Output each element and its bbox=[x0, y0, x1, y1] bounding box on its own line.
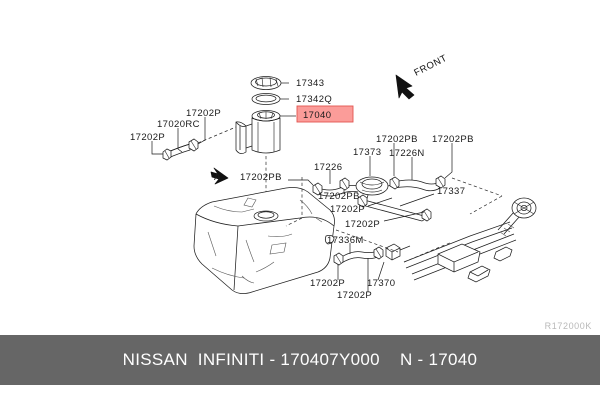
fuel-connector-17370 bbox=[385, 243, 411, 261]
leader-17202p-mid2 bbox=[383, 211, 425, 222]
diagram-reference-code: R172000K bbox=[544, 321, 592, 331]
callout-17202pb-1: 17202PB bbox=[240, 172, 282, 183]
section-a-label: A bbox=[214, 172, 221, 183]
callout-17202p-6: 17202P bbox=[337, 290, 372, 301]
footer-banner: NISSAN INFINITI - 170407Y000 N - 17040 bbox=[0, 335, 600, 385]
footer-spacer bbox=[0, 385, 600, 400]
callout-17202pb-3: 17202PB bbox=[432, 134, 474, 145]
vapor-separator-17373 bbox=[355, 176, 395, 203]
callout-17202p-3: 17202P bbox=[330, 204, 365, 215]
hose-clamp-left bbox=[162, 148, 172, 161]
hose-clamp-c7 bbox=[333, 252, 344, 266]
evap-tube-17226 bbox=[317, 184, 359, 197]
callout-17226n: 17226N bbox=[389, 148, 425, 159]
callout-17202pb-4: 17202PB bbox=[318, 191, 360, 202]
callout-17020rc: 17020RC bbox=[157, 119, 200, 130]
callout-17202pb-2: 17202PB bbox=[376, 134, 418, 145]
evap-hose-17226n bbox=[393, 179, 441, 192]
callout-17202p-1: 17202P bbox=[186, 108, 221, 119]
fuel-tube-17337 bbox=[360, 199, 426, 222]
callout-17336m: 17336M bbox=[327, 235, 364, 246]
leader-17370 bbox=[377, 261, 385, 281]
pipe-guide-dash-4 bbox=[403, 241, 453, 263]
callout-17373: 17373 bbox=[353, 147, 381, 158]
leader-17202p-left2 bbox=[197, 117, 206, 145]
diagram-canvas: 17343 17342Q 17040 17202P 17020RC 17202P… bbox=[130, 52, 592, 331]
callout-17040: 17040 bbox=[303, 110, 331, 121]
callout-17342q: 17342Q bbox=[296, 94, 332, 105]
parts-drawing: 17343 17342Q 17040 17202P 17020RC 17202P… bbox=[130, 53, 537, 301]
fuel-pump-assembly bbox=[235, 110, 281, 154]
tank-guide-dash-h bbox=[285, 217, 303, 227]
highlighted-part-box bbox=[296, 105, 354, 123]
front-arrow-icon bbox=[395, 74, 415, 100]
footer-label: NISSAN INFINITI - 170407Y000 N - 17040 bbox=[122, 350, 478, 369]
leader-17020rc bbox=[177, 128, 183, 153]
callout-17202p-2: 17202P bbox=[130, 132, 165, 143]
pipe-guide-dash-1 bbox=[451, 177, 503, 197]
section-a-arrow-icon bbox=[210, 167, 229, 185]
fuel-tank bbox=[193, 187, 335, 294]
callout-17202p-4: 17202P bbox=[345, 219, 380, 230]
leader-17202pb-b bbox=[444, 143, 453, 179]
callout-17370: 17370 bbox=[367, 278, 395, 289]
leader-17202p-left bbox=[151, 141, 163, 155]
front-label: FRONT bbox=[412, 53, 449, 79]
fuel-filler-pipe-assembly bbox=[403, 197, 537, 283]
hose-clamp-c4 bbox=[435, 175, 446, 189]
hose-clamp-left-2 bbox=[188, 138, 199, 152]
hose-clamp-c6 bbox=[421, 208, 432, 222]
pipe-guide-dash-3 bbox=[335, 229, 399, 253]
fuel-pump-seal-ring bbox=[251, 93, 281, 105]
callout-17343: 17343 bbox=[296, 78, 324, 89]
callout-17202p-5: 17202P bbox=[310, 278, 345, 289]
callout-17226: 17226 bbox=[314, 162, 342, 173]
hose-clamp-c5 bbox=[357, 194, 368, 208]
leader-17202pb-tank bbox=[288, 179, 314, 186]
hose-clamp-c2 bbox=[339, 177, 350, 191]
hose-clamp-c3 bbox=[389, 176, 400, 190]
callout-17337: 17337 bbox=[437, 186, 465, 197]
hose-clamp-c8 bbox=[373, 246, 384, 260]
leader-17202p-mid1 bbox=[367, 197, 393, 207]
fuel-pump-lock-ring bbox=[250, 76, 282, 90]
hose-clamp-c1 bbox=[312, 182, 323, 196]
leader-17337 bbox=[399, 193, 435, 207]
pipe-guide-dash-2 bbox=[469, 195, 503, 215]
